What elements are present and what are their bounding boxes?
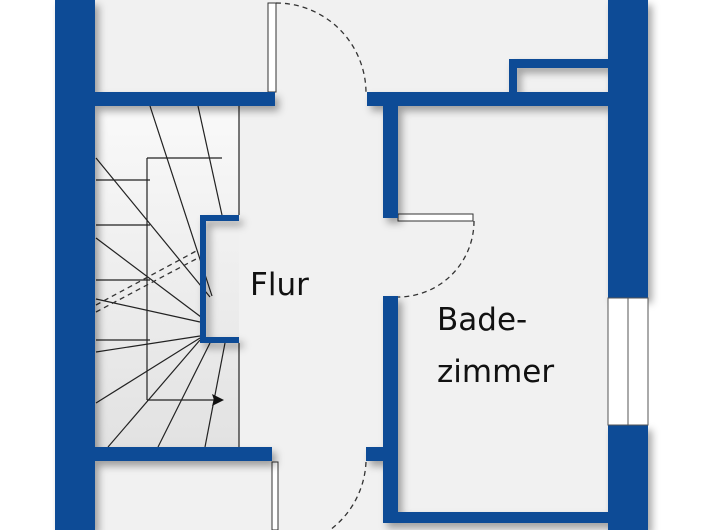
walls (55, 0, 648, 530)
door-bottom (271, 461, 367, 530)
window (607, 297, 649, 426)
arrow-head-icon (212, 394, 224, 406)
room-label-flur: Flur (250, 267, 309, 303)
room-label-bathroom-line1: Bade- (437, 302, 528, 338)
room-label-bathroom-line2: zimmer (437, 354, 555, 390)
staircase (95, 105, 240, 448)
